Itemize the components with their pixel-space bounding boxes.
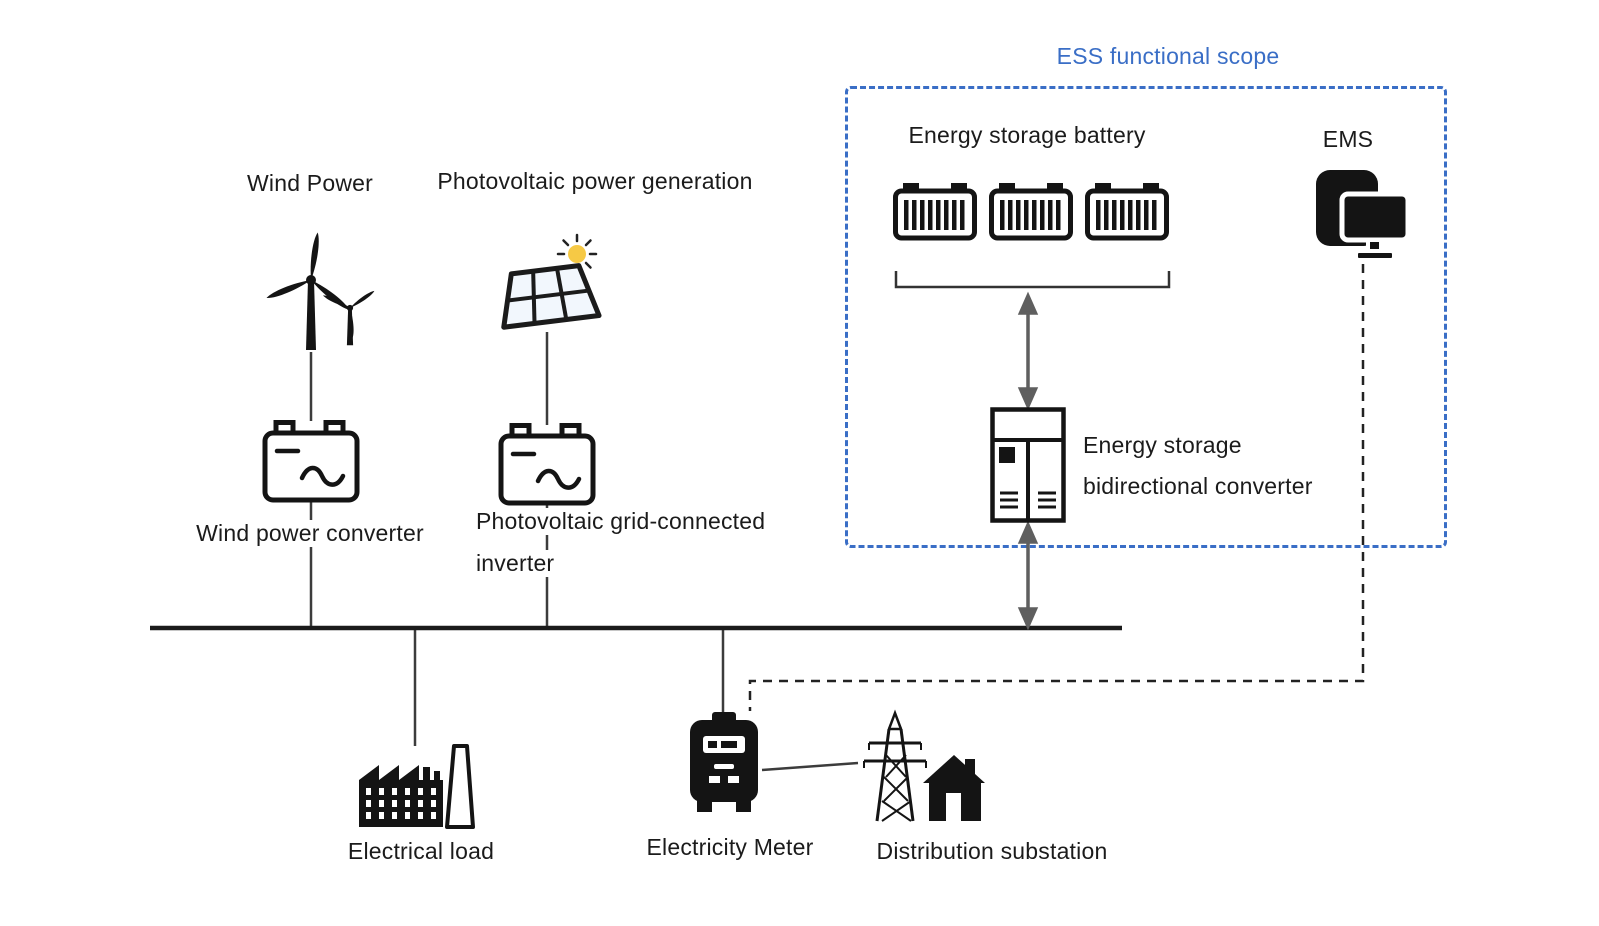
ems-terminal-icon [1312,168,1412,264]
electricity-meter-icon [686,712,762,812]
pv-inverter-label-line1: Photovoltaic grid-connected [470,508,772,535]
wind-converter-label: Wind power converter [190,520,430,547]
battery-bank-icon-3 [1085,183,1169,241]
solar-panel-icon [485,232,610,340]
electricity-meter-label: Electricity Meter [646,834,814,860]
ess-converter-label-line2: bidirectional converter [1083,473,1313,499]
wire-meter-to-substation [761,761,859,772]
ess-scope-boundary [845,86,1447,548]
wind-converter-icon [262,420,360,504]
pv-inverter-label-line2: inverter [470,550,561,577]
ems-label: EMS [1322,126,1374,152]
distribution-substation-label: Distribution substation [876,838,1108,864]
battery-group-bracket [894,271,1171,289]
electrical-load-label: Electrical load [347,838,495,864]
battery-converter-arrow [1017,291,1039,411]
wind-power-label: Wind Power [247,170,373,196]
battery-bank-icon-1 [893,183,977,241]
wind-turbine-icon [240,222,380,357]
battery-bank-icon-2 [989,183,1073,241]
factory-icon [355,743,477,829]
sun-icon [568,245,586,263]
ess-converter-label-line1: Energy storage [1083,432,1242,458]
ems-control-dashed-line [748,264,1365,711]
energy-storage-battery-label: Energy storage battery [908,122,1146,148]
converter-bus-arrow [1017,520,1039,631]
pv-inverter-icon [498,423,596,507]
ess-scope-title: ESS functional scope [1056,43,1280,69]
bidirectional-converter-icon [990,407,1066,523]
transmission-tower-house-icon [855,705,985,823]
pv-generation-label: Photovoltaic power generation [437,168,753,194]
